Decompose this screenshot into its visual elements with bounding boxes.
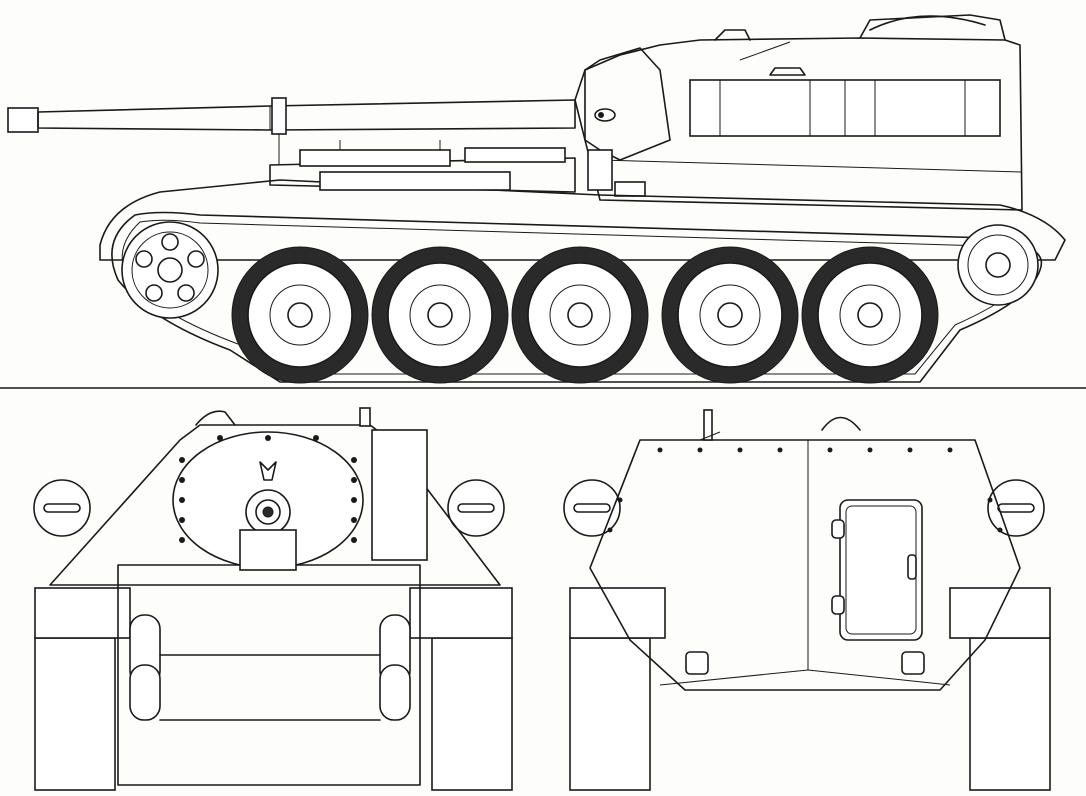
rear-left-light	[563, 479, 621, 537]
road-wheel-5	[801, 246, 939, 384]
rear-view	[563, 409, 1051, 791]
front-left-headlight	[33, 479, 91, 537]
front-sprocket	[121, 221, 219, 319]
front-rivets	[179, 435, 357, 543]
front-right-track	[431, 637, 513, 791]
rear-rivets	[607, 447, 1003, 533]
road-wheels	[231, 246, 939, 384]
gun-barrel	[7, 97, 576, 165]
rear-right-light	[987, 479, 1045, 537]
side-view	[0, 14, 1086, 389]
road-wheel-2	[371, 246, 509, 384]
rear-idler	[957, 224, 1039, 306]
rear-hatch	[831, 499, 923, 641]
hull	[99, 140, 1066, 261]
front-view	[33, 407, 513, 791]
road-wheel-1	[231, 246, 369, 384]
gun-mantlet	[172, 431, 364, 571]
road-wheel-3	[511, 246, 649, 384]
road-wheel-4	[661, 246, 799, 384]
rear-left-track	[569, 637, 651, 791]
superstructure	[574, 14, 1023, 211]
front-right-headlight	[447, 479, 505, 537]
front-left-track	[34, 637, 116, 791]
rear-right-track	[969, 637, 1051, 791]
